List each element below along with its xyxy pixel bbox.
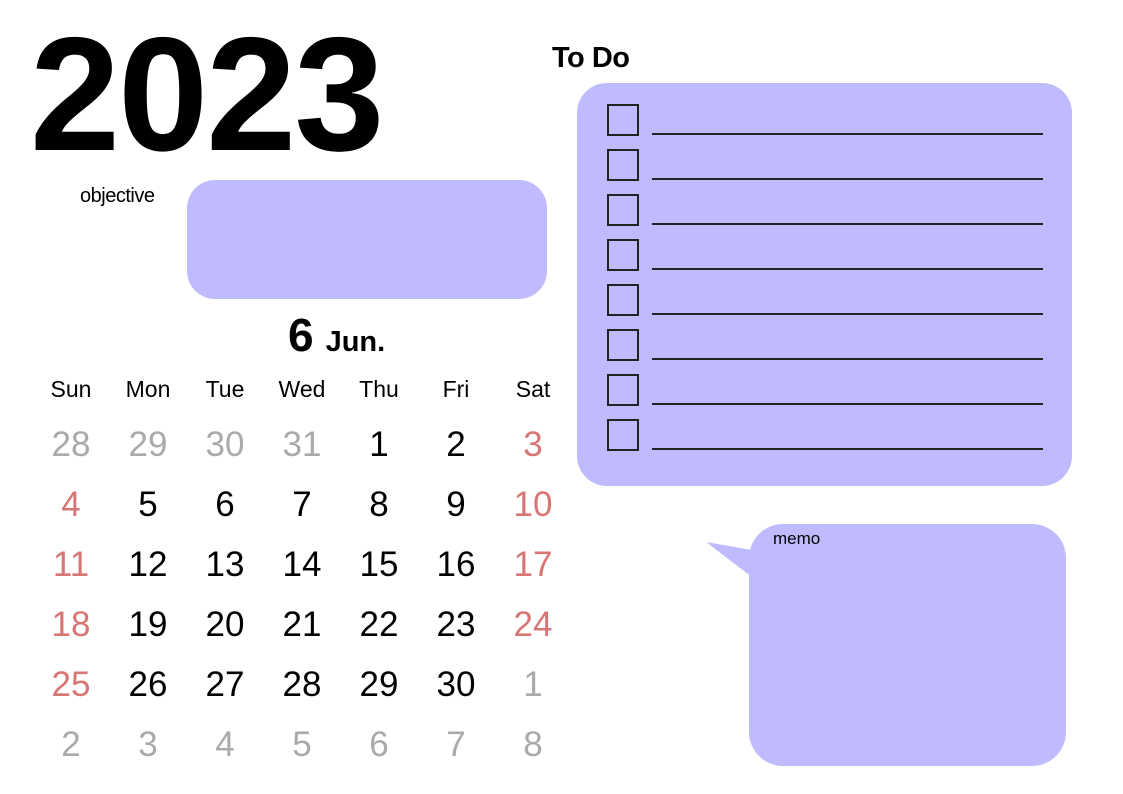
calendar-day: 28 — [51, 425, 91, 464]
todo-line[interactable] — [652, 223, 1043, 225]
calendar-day: 5 — [292, 725, 312, 764]
calendar-day: 17 — [513, 545, 553, 584]
todo-checkbox[interactable] — [607, 329, 639, 361]
calendar-day: 10 — [513, 485, 553, 524]
calendar-day: 13 — [205, 545, 245, 584]
weekday-header: Sun — [50, 376, 92, 402]
calendar-day: 28 — [282, 665, 322, 704]
todo-checkbox[interactable] — [607, 419, 639, 451]
weekday-header: Tue — [205, 376, 245, 402]
year-title: 2023 — [30, 4, 384, 185]
calendar-day: 3 — [138, 725, 158, 764]
calendar-day: 23 — [436, 605, 476, 644]
memo-box[interactable] — [749, 524, 1066, 766]
weekday-header: Fri — [442, 376, 470, 402]
calendar-day: 29 — [359, 665, 399, 704]
calendar-day: 6 — [369, 725, 389, 764]
weekday-header: Thu — [359, 376, 399, 402]
calendar-day: 19 — [128, 605, 168, 644]
weekday-header: Mon — [125, 376, 171, 402]
calendar-day: 7 — [292, 485, 312, 524]
calendar-day: 1 — [523, 665, 543, 704]
calendar-day: 30 — [436, 665, 476, 704]
calendar-day: 8 — [523, 725, 543, 764]
calendar-day: 4 — [215, 725, 235, 764]
calendar-day: 29 — [128, 425, 168, 464]
calendar-day: 2 — [446, 425, 466, 464]
memo-label: memo — [773, 529, 821, 548]
todo-line[interactable] — [652, 178, 1043, 180]
calendar-day: 30 — [205, 425, 245, 464]
weekday-header: Sat — [515, 376, 551, 402]
calendar-day: 2 — [61, 725, 81, 764]
month-number: 6 — [288, 309, 314, 361]
calendar-day: 21 — [282, 605, 322, 644]
month-name: Jun. — [325, 326, 386, 358]
calendar-day: 31 — [282, 425, 322, 464]
calendar-day: 9 — [446, 485, 466, 524]
todo-checkbox[interactable] — [607, 239, 639, 271]
month-heading: 6 Jun. — [288, 308, 385, 362]
calendar-day: 24 — [513, 605, 553, 644]
calendar-day: 7 — [446, 725, 466, 764]
todo-checkbox[interactable] — [607, 104, 639, 136]
memo-bubble-tail — [706, 542, 752, 577]
calendar-day: 25 — [51, 665, 91, 704]
calendar-day: 26 — [128, 665, 168, 704]
calendar-day: 16 — [436, 545, 476, 584]
todo-title: To Do — [552, 42, 630, 74]
calendar-day: 3 — [523, 425, 543, 464]
calendar-day: 6 — [215, 485, 235, 524]
todo-line[interactable] — [652, 268, 1043, 270]
todo-checkbox[interactable] — [607, 149, 639, 181]
objective-label: objective — [80, 185, 155, 207]
todo-line[interactable] — [652, 448, 1043, 450]
calendar-day: 20 — [205, 605, 245, 644]
calendar-day: 18 — [51, 605, 91, 644]
todo-line[interactable] — [652, 133, 1043, 135]
todo-checkbox[interactable] — [607, 374, 639, 406]
calendar-day: 1 — [369, 425, 389, 464]
calendar-day: 12 — [128, 545, 168, 584]
calendar-day: 14 — [282, 545, 322, 584]
calendar-day: 27 — [205, 665, 245, 704]
todo-checkbox[interactable] — [607, 284, 639, 316]
todo-line[interactable] — [652, 358, 1043, 360]
calendar-day: 4 — [61, 485, 81, 524]
calendar-day: 8 — [369, 485, 389, 524]
calendar-day: 15 — [359, 545, 399, 584]
calendar-day: 11 — [52, 545, 90, 584]
todo-line[interactable] — [652, 403, 1043, 405]
calendar-day: 22 — [359, 605, 399, 644]
todo-checkbox[interactable] — [607, 194, 639, 226]
todo-box — [577, 83, 1072, 486]
calendar-day: 5 — [138, 485, 158, 524]
weekday-header: Wed — [278, 376, 326, 402]
todo-line[interactable] — [652, 313, 1043, 315]
objective-box[interactable] — [187, 180, 547, 299]
